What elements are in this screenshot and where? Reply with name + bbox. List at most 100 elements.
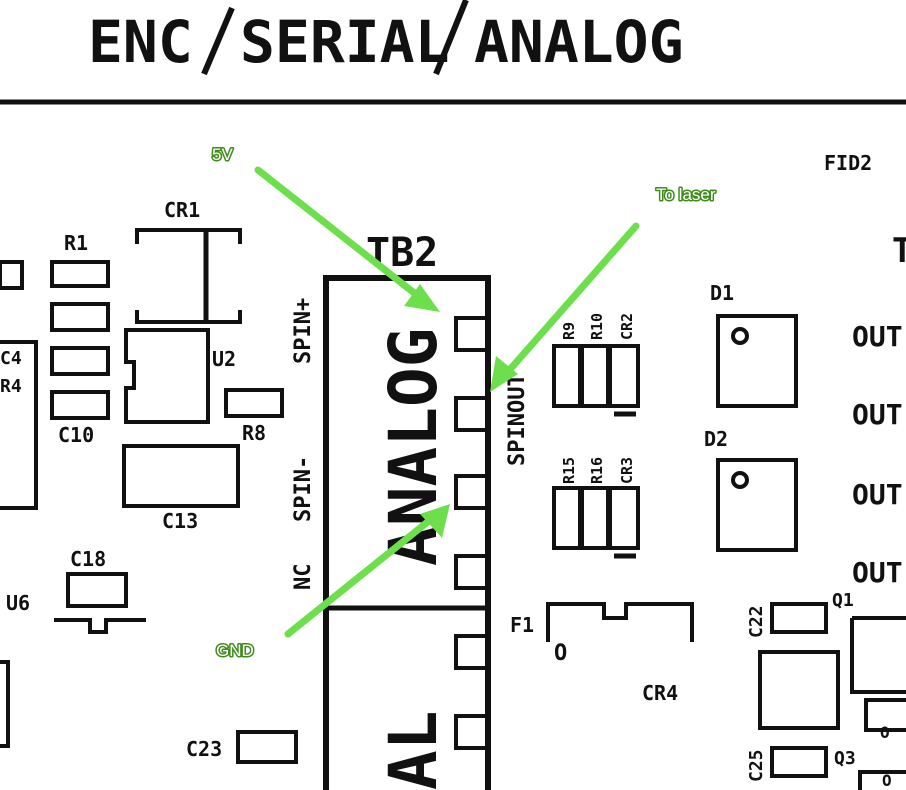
refdes-cr2: CR2 bbox=[618, 313, 636, 340]
q1-pad-marker: O bbox=[880, 723, 890, 742]
annotation-gnd-label: GND bbox=[216, 641, 254, 660]
refdes-q3: Q3 bbox=[834, 748, 856, 769]
pin-label-nc: NC bbox=[291, 564, 316, 591]
resistor-r16 bbox=[580, 486, 610, 550]
q3-outline bbox=[858, 770, 906, 790]
arrow-to-laser-head bbox=[490, 356, 518, 392]
title-serial: SERIAL bbox=[240, 8, 450, 76]
diode-d1-outline bbox=[716, 314, 798, 408]
refdes-c18: C18 bbox=[70, 547, 106, 571]
tb2-pin-1 bbox=[454, 316, 490, 352]
right-edge-t-label: T bbox=[892, 231, 906, 271]
resistor-pad-3 bbox=[50, 346, 110, 376]
capacitor-c23-outline bbox=[236, 730, 298, 764]
upper-resistor-column: R9 R10 CR2 bbox=[552, 313, 640, 417]
out-label-1: OUT bbox=[852, 320, 903, 353]
q1-outline bbox=[850, 616, 906, 694]
refdes-r4: R4 bbox=[0, 376, 22, 397]
annotation-5v-label: 5V bbox=[212, 145, 233, 164]
tb2-pin-5 bbox=[454, 634, 490, 670]
tb2-pin-6 bbox=[454, 714, 490, 750]
refdes-c22: C22 bbox=[746, 605, 767, 638]
refdes-fid2: FID2 bbox=[824, 151, 872, 175]
arrow-5v-shaft bbox=[254, 166, 422, 300]
capacitor-c25-outline bbox=[770, 746, 828, 778]
refdes-cr1: CR1 bbox=[164, 198, 200, 222]
refdes-cr3: CR3 bbox=[618, 457, 636, 484]
q3-pad-marker: O bbox=[882, 771, 892, 790]
header-title: ENC SERIAL ANALOG bbox=[88, 0, 684, 76]
tb2-lower-section-label: AL bbox=[375, 711, 452, 790]
pin-label-spinout: SPINOUT bbox=[505, 373, 530, 466]
refdes-q1: Q1 bbox=[832, 590, 854, 611]
refdes-c25: C25 bbox=[746, 749, 767, 782]
pin-label-spin-minus: SPIN- bbox=[291, 456, 316, 522]
resistor-r8-pad bbox=[224, 388, 284, 418]
arrow-5v-head bbox=[404, 284, 440, 312]
capacitor-c22-outline bbox=[770, 602, 828, 634]
capacitor-c13-outline bbox=[122, 444, 240, 508]
transistor-body-outline bbox=[758, 650, 840, 730]
tb2-pin-pads bbox=[454, 316, 490, 750]
terminal-block-tb2 bbox=[323, 275, 491, 790]
title-enc: ENC bbox=[88, 8, 193, 76]
tb2-pin-4 bbox=[454, 554, 490, 590]
d2-pin1-marker bbox=[731, 471, 749, 489]
refdes-u6: U6 bbox=[6, 591, 30, 615]
resistor-r15 bbox=[552, 486, 582, 550]
refdes-r16: R16 bbox=[588, 457, 606, 484]
u6-body-line bbox=[54, 618, 146, 634]
diode-cr3 bbox=[608, 486, 640, 550]
resistor-r9 bbox=[552, 344, 582, 408]
refdes-f1: F1 bbox=[510, 613, 534, 637]
arrow-to-laser-shaft bbox=[502, 222, 640, 378]
annotation-arrow-5v bbox=[254, 166, 440, 312]
out-label-4: OUT bbox=[852, 556, 903, 589]
title-slash-1 bbox=[201, 6, 235, 76]
arrow-gnd-head bbox=[420, 504, 450, 538]
resistor-pad-2 bbox=[50, 302, 110, 332]
refdes-r9: R9 bbox=[560, 322, 578, 340]
f1-pad-marker: O bbox=[554, 641, 567, 666]
refdes-c13: C13 bbox=[162, 509, 198, 533]
refdes-c23: C23 bbox=[186, 737, 222, 761]
ic-u2-outline bbox=[124, 328, 210, 424]
refdes-d1: D1 bbox=[710, 281, 734, 305]
refdes-r10: R10 bbox=[588, 313, 606, 340]
left-edge-part bbox=[0, 660, 10, 748]
q1-tab bbox=[864, 698, 906, 732]
pin-label-spin-plus: SPIN+ bbox=[291, 298, 316, 364]
tb2-pin-3 bbox=[454, 474, 490, 510]
resistor-r1-pad bbox=[50, 260, 110, 288]
tb2-pin-2 bbox=[454, 396, 490, 432]
refdes-c10: C10 bbox=[58, 423, 94, 447]
diode-d2-outline bbox=[716, 458, 798, 552]
left-edge-pad bbox=[0, 260, 24, 290]
ic-c4-outline bbox=[0, 340, 38, 510]
diode-cr2 bbox=[608, 344, 640, 408]
capacitor-c18-outline bbox=[66, 572, 128, 608]
resistor-r10 bbox=[580, 344, 610, 408]
refdes-c4: C4 bbox=[0, 348, 22, 369]
refdes-r1: R1 bbox=[64, 231, 88, 255]
annotation-arrow-gnd bbox=[284, 504, 450, 638]
title-slash-2 bbox=[433, 0, 469, 76]
annotation-arrow-to-laser bbox=[490, 222, 640, 392]
refdes-d2: D2 bbox=[704, 427, 728, 451]
refdes-r15: R15 bbox=[560, 457, 578, 484]
refdes-r8: R8 bbox=[242, 421, 266, 445]
resistor-pad-4 bbox=[50, 390, 110, 420]
cr1-bottom-bracket bbox=[135, 310, 242, 324]
refdes-u2: U2 bbox=[212, 347, 236, 371]
title-analog: ANALOG bbox=[474, 8, 684, 76]
refdes-tb2: TB2 bbox=[366, 230, 438, 276]
arrow-gnd-shaft bbox=[284, 516, 434, 638]
refdes-cr4: CR4 bbox=[642, 681, 678, 705]
lower-resistor-column: R15 R16 CR3 bbox=[552, 457, 640, 559]
out-label-2: OUT bbox=[852, 398, 903, 431]
d1-pin1-marker bbox=[731, 327, 749, 345]
annotation-to-laser-label: To laser bbox=[656, 185, 716, 204]
fuse-f1-outline bbox=[546, 602, 694, 642]
